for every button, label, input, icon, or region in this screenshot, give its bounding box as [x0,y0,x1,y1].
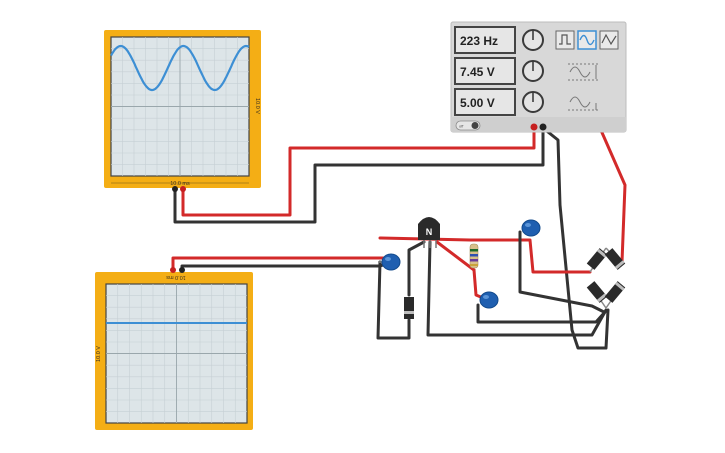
wire-red-gen-to-bridge[interactable] [532,126,627,264]
amplitude-diagram-icon [568,63,600,81]
capacitor-left[interactable] [378,253,401,271]
bridge-diode-4 [604,281,626,303]
generator-footer [451,117,626,132]
function-generator[interactable]: 223 Hz 7.45 V 5.00 V [450,21,627,133]
diode[interactable] [404,297,414,319]
scope-bottom-time-label: 10.0 ms [166,274,186,280]
wire-black-gen-to-scope[interactable] [173,126,545,224]
wire-black-diode-top[interactable] [407,240,426,297]
frequency-value: 223 Hz [460,34,498,48]
wire-black-transistor-bridge[interactable] [426,240,608,337]
wire-red-gen-to-scope[interactable] [181,126,536,217]
wire-black-gen-to-bridge[interactable] [541,126,610,350]
triangle-wave-button[interactable] [599,30,619,50]
npn-transistor[interactable]: N [418,217,440,248]
offset-diagram-icon [568,96,600,111]
amplitude-knob[interactable] [522,60,544,82]
bridge-diode-2 [604,248,626,270]
power-toggle[interactable]: off [455,120,481,131]
scope-top-time-label: 10.0 ms [170,181,190,187]
capacitor-small[interactable] [479,291,499,309]
generator-terminal-positive[interactable] [530,123,538,131]
amplitude-display [454,57,516,85]
scope-bottom-axes [106,284,247,423]
scope-top-axes [111,37,249,176]
scope-bottom-volt-label: 10.0 V [96,346,102,362]
scope-bottom-probe-black[interactable] [179,267,185,273]
triangle-wave-icon [601,33,617,46]
diode-bridge[interactable] [586,247,626,309]
scope-top-probe-red[interactable] [180,186,186,192]
resistor[interactable] [469,243,479,269]
square-wave-icon [559,34,571,45]
wire-black-bottom-scope[interactable] [180,260,394,274]
capacitor-top-right[interactable] [521,219,541,237]
scope-top-trace [110,44,250,92]
wire-red-transistor-resistor[interactable] [435,240,476,272]
oscilloscope-bottom[interactable]: 10.0 ms 10.0 V [95,267,253,430]
sine-wave-icon [579,34,595,46]
wire-red-transistor-cap[interactable] [378,236,592,274]
bridge-diode-1 [586,248,608,270]
offset-display [454,88,516,116]
transistor-body [418,217,440,240]
scope-top-probe-black[interactable] [172,186,178,192]
transistor-label: N [426,227,433,237]
generator-terminal-negative[interactable] [539,123,547,131]
bridge-diode-3 [586,281,608,303]
scope-bottom-probe-red[interactable] [170,267,176,273]
wire-black-cap-bridge[interactable] [518,230,606,314]
offset-knob[interactable] [522,91,544,113]
power-label: off [459,124,464,129]
scope-top-volt-label: 10.0 V [254,98,260,114]
amplitude-value: 7.45 V [460,65,495,79]
frequency-knob[interactable] [522,29,544,51]
sine-wave-button[interactable] [577,30,597,50]
frequency-display [454,26,516,54]
oscilloscope-top[interactable]: 10.0 ms 10.0 V [104,30,261,192]
wire-black-smallcap-bridge[interactable] [476,303,607,324]
offset-value: 5.00 V [460,96,495,110]
wire-black-left-loop[interactable] [376,260,411,340]
square-wave-button[interactable] [555,30,575,50]
